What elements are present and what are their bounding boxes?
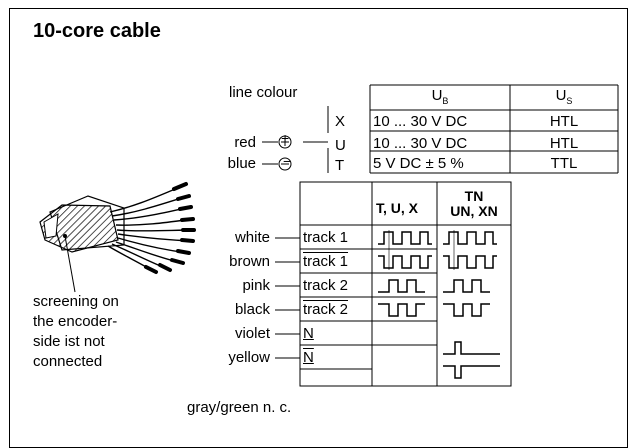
header-ub: UB <box>431 87 449 106</box>
waveform-n-inverted-tn <box>443 365 500 379</box>
waveform-track1-inverted-tn <box>443 255 497 269</box>
wire-pink-label: pink <box>242 277 270 294</box>
level-u: HTL <box>549 135 579 152</box>
circle-plus-icon <box>281 138 289 146</box>
line-colour-label: line colour <box>229 84 298 101</box>
header-us: US <box>555 87 573 106</box>
signal-table-grid <box>299 181 512 387</box>
wire-white-label: white <box>234 229 270 246</box>
signal-track1-inverted: track 1 <box>303 253 349 270</box>
level-x: HTL <box>549 113 579 130</box>
footer-note: gray/green n. c. <box>187 399 292 416</box>
code-u: U <box>335 137 346 154</box>
signal-n: N <box>303 325 314 342</box>
waveform-track1 <box>378 231 432 245</box>
wire-brown-label: brown <box>229 253 270 270</box>
screening-note-line: the encoder- <box>33 313 118 330</box>
screening-note: screening on the encoder- side ist not c… <box>33 292 119 372</box>
power-wiring <box>262 106 329 173</box>
col-header-unxn: UN, XN <box>450 203 498 219</box>
waveform-track1-inverted <box>378 255 432 269</box>
waveform-track2-inverted <box>378 303 425 317</box>
wire-leaders <box>275 237 300 359</box>
wire-yellow-label: yellow <box>228 349 270 366</box>
supply-table-grid <box>369 84 619 174</box>
level-t: TTL <box>550 155 578 172</box>
signal-track2-inverted: track 2 <box>303 301 349 318</box>
wire-red-label: red <box>234 134 256 151</box>
signal-track2: track 2 <box>303 277 349 294</box>
col-header-tux: T, U, X <box>376 200 419 216</box>
code-t: T <box>335 157 345 174</box>
wire-black-label: black <box>234 301 270 318</box>
signal-n-inverted: N <box>303 349 314 366</box>
code-x: X <box>335 113 346 130</box>
wire-violet-label: violet <box>234 325 270 342</box>
waveform-n-tn <box>443 341 500 355</box>
supply-u: 10 ... 30 V DC <box>373 135 468 152</box>
wiring-graphics <box>39 84 619 387</box>
supply-t: 5 V DC ± 5 % <box>373 155 464 172</box>
screening-note-line: connected <box>33 353 103 370</box>
wire-blue-label: blue <box>227 155 256 172</box>
diagram-title: 10-core cable <box>33 20 161 42</box>
waveform-track1-tn <box>443 231 497 245</box>
waveform-track2 <box>378 279 425 293</box>
screening-note-line: side ist not <box>33 333 105 350</box>
minus-symbol: − <box>283 153 292 169</box>
screening-note-line: screening on <box>33 293 119 310</box>
signal-track1: track 1 <box>303 229 349 246</box>
waveform-track2-inverted-tn <box>443 303 490 317</box>
col-header-tn: TN <box>464 188 484 204</box>
cable-icon <box>39 182 196 293</box>
waveform-track2-tn <box>443 279 490 293</box>
supply-x: 10 ... 30 V DC <box>373 113 468 130</box>
